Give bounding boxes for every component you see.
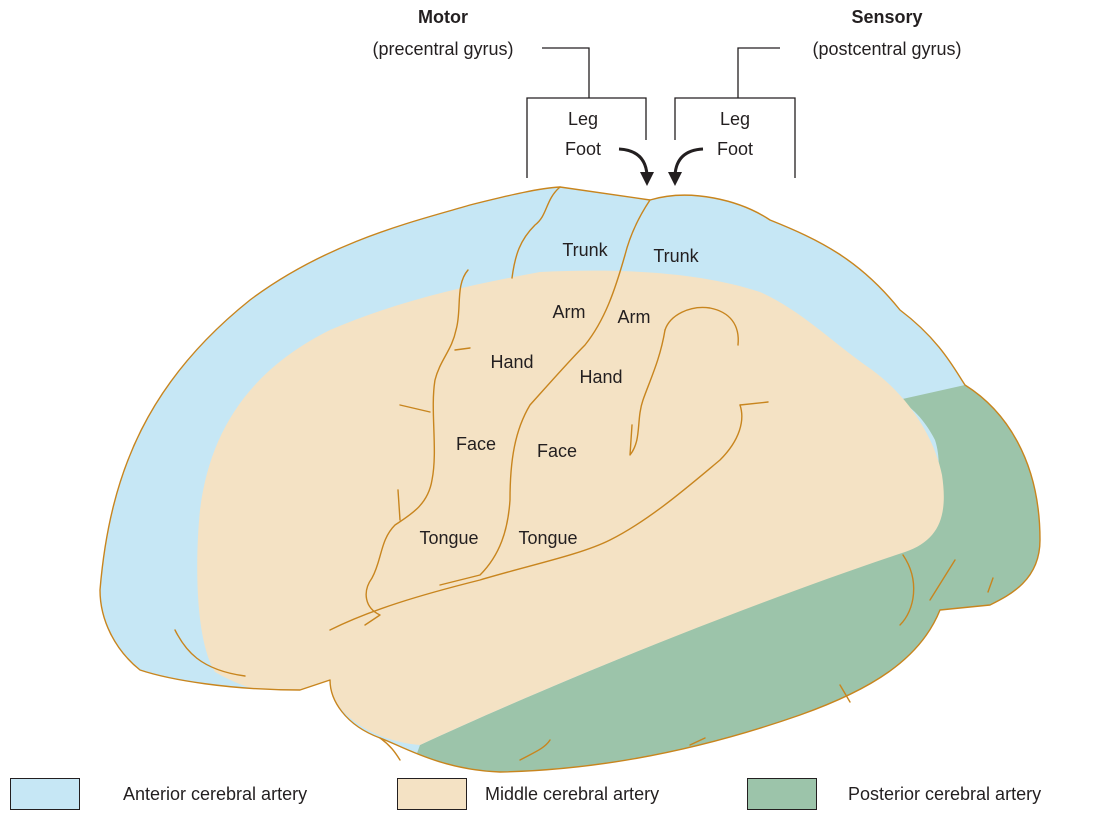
motor-trunk-label: Trunk xyxy=(562,240,608,260)
motor-leg-label: Leg xyxy=(568,109,598,129)
middle-swatch xyxy=(397,778,467,810)
sensory-arrow-icon xyxy=(668,149,703,186)
motor-tongue-label: Tongue xyxy=(419,528,478,548)
sensory-face-label: Face xyxy=(537,441,577,461)
sensory-hand-label: Hand xyxy=(579,367,622,387)
sensory-subtitle: (postcentral gyrus) xyxy=(812,39,961,59)
sensory-tongue-label: Tongue xyxy=(518,528,577,548)
sensory-trunk-label: Trunk xyxy=(653,246,699,266)
motor-hand-label: Hand xyxy=(490,352,533,372)
sensory-arm-label: Arm xyxy=(618,307,651,327)
legend-anterior-label: Anterior cerebral artery xyxy=(123,784,307,805)
sensory-foot-label: Foot xyxy=(717,139,753,159)
legend: Anterior cerebral artery Middle cerebral… xyxy=(0,778,1095,831)
motor-arm-label: Arm xyxy=(553,302,586,322)
motor-arrow-icon xyxy=(619,149,654,186)
motor-subtitle: (precentral gyrus) xyxy=(372,39,513,59)
motor-foot-label: Foot xyxy=(565,139,601,159)
anterior-swatch xyxy=(10,778,80,810)
legend-middle-label: Middle cerebral artery xyxy=(485,784,659,805)
legend-posterior-label: Posterior cerebral artery xyxy=(848,784,1041,805)
brain-diagram: Motor (precentral gyrus) Sensory (postce… xyxy=(0,0,1095,778)
sensory-title: Sensory xyxy=(851,7,922,27)
motor-title: Motor xyxy=(418,7,468,27)
sensory-leg-label: Leg xyxy=(720,109,750,129)
motor-face-label: Face xyxy=(456,434,496,454)
posterior-swatch xyxy=(747,778,817,810)
